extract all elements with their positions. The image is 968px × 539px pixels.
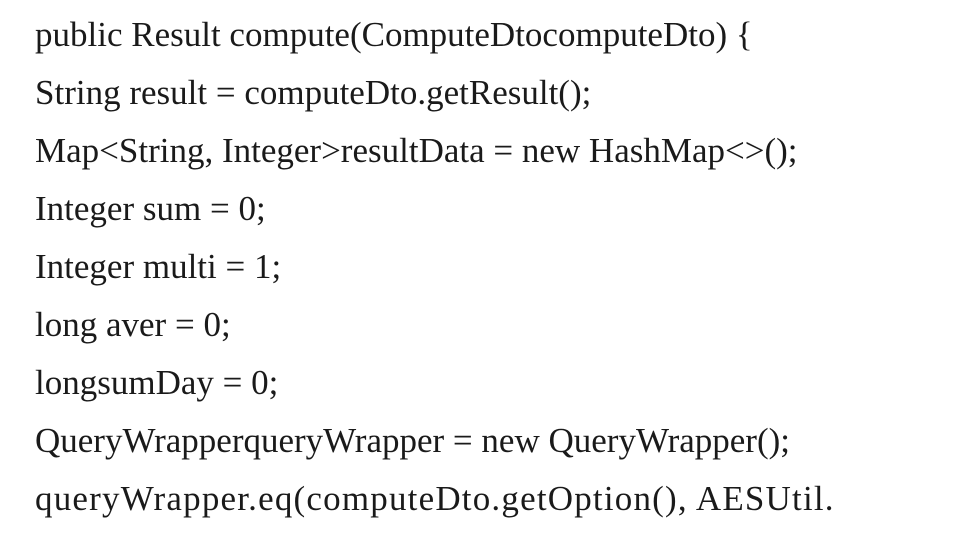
code-line-1: public Result compute(ComputeDtocomputeD… xyxy=(35,15,753,54)
code-line-7: longsumDay = 0; xyxy=(35,363,279,402)
code-snippet: public Result compute(ComputeDtocomputeD… xyxy=(35,6,960,528)
code-line-2: String result = computeDto.getResult(); xyxy=(35,73,592,112)
code-line-6: long aver = 0; xyxy=(35,305,231,344)
code-line-3: Map<String, Integer>resultData = new Has… xyxy=(35,131,798,170)
code-line-5: Integer multi = 1; xyxy=(35,247,282,286)
code-line-4: Integer sum = 0; xyxy=(35,189,266,228)
code-line-9: queryWrapper.eq(computeDto.getOption(), … xyxy=(35,479,835,518)
code-line-8: QueryWrapperqueryWrapper = new QueryWrap… xyxy=(35,421,790,460)
